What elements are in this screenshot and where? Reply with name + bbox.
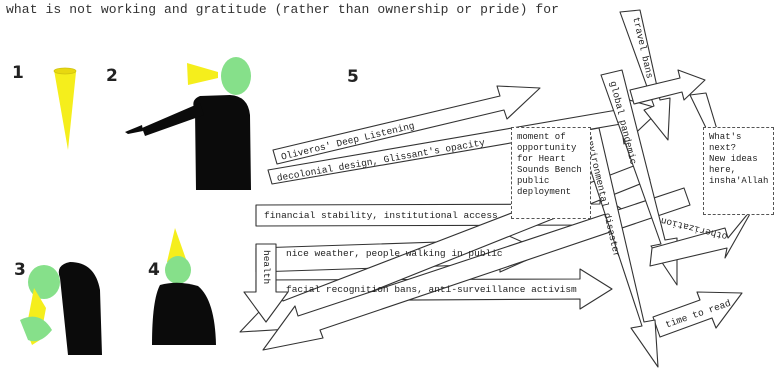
- figure-number-1: 1: [12, 63, 24, 83]
- arrow-travel: [619, 9, 671, 141]
- arrow-oliveros: [272, 85, 541, 165]
- figure-2: [125, 57, 251, 190]
- figure-number-2: 2: [106, 66, 118, 86]
- arrow-environmental: [577, 127, 659, 368]
- label-financial: financial stability, institutional acces…: [264, 210, 498, 221]
- arrow-otherization: [649, 204, 756, 267]
- arrow-right-top: [629, 69, 706, 105]
- figure-1: [53, 67, 77, 150]
- diagram-number-5: 5: [347, 67, 359, 87]
- label-weather: nice weather, people walking in public: [286, 248, 503, 259]
- figure-3: [20, 262, 102, 355]
- figure-number-3: 3: [14, 260, 26, 280]
- intro-text-line: what is not working and gratitude (rathe…: [6, 2, 560, 17]
- label-facial: facial recognition bans, anti-surveillan…: [286, 284, 577, 295]
- label-health: health: [261, 250, 272, 285]
- note-whats-next: What's next? New ideas here, insha'Allah: [703, 127, 774, 215]
- note-moment-of-opportunity: moment of opportunity for Heart Sounds B…: [511, 127, 591, 219]
- arrow-return-low: [262, 187, 691, 351]
- figure-number-4: 4: [148, 260, 160, 280]
- arrow-health: [243, 243, 289, 323]
- arrow-pandemic: [600, 69, 678, 286]
- arrow-time: [652, 291, 743, 338]
- figure-4: [152, 228, 216, 345]
